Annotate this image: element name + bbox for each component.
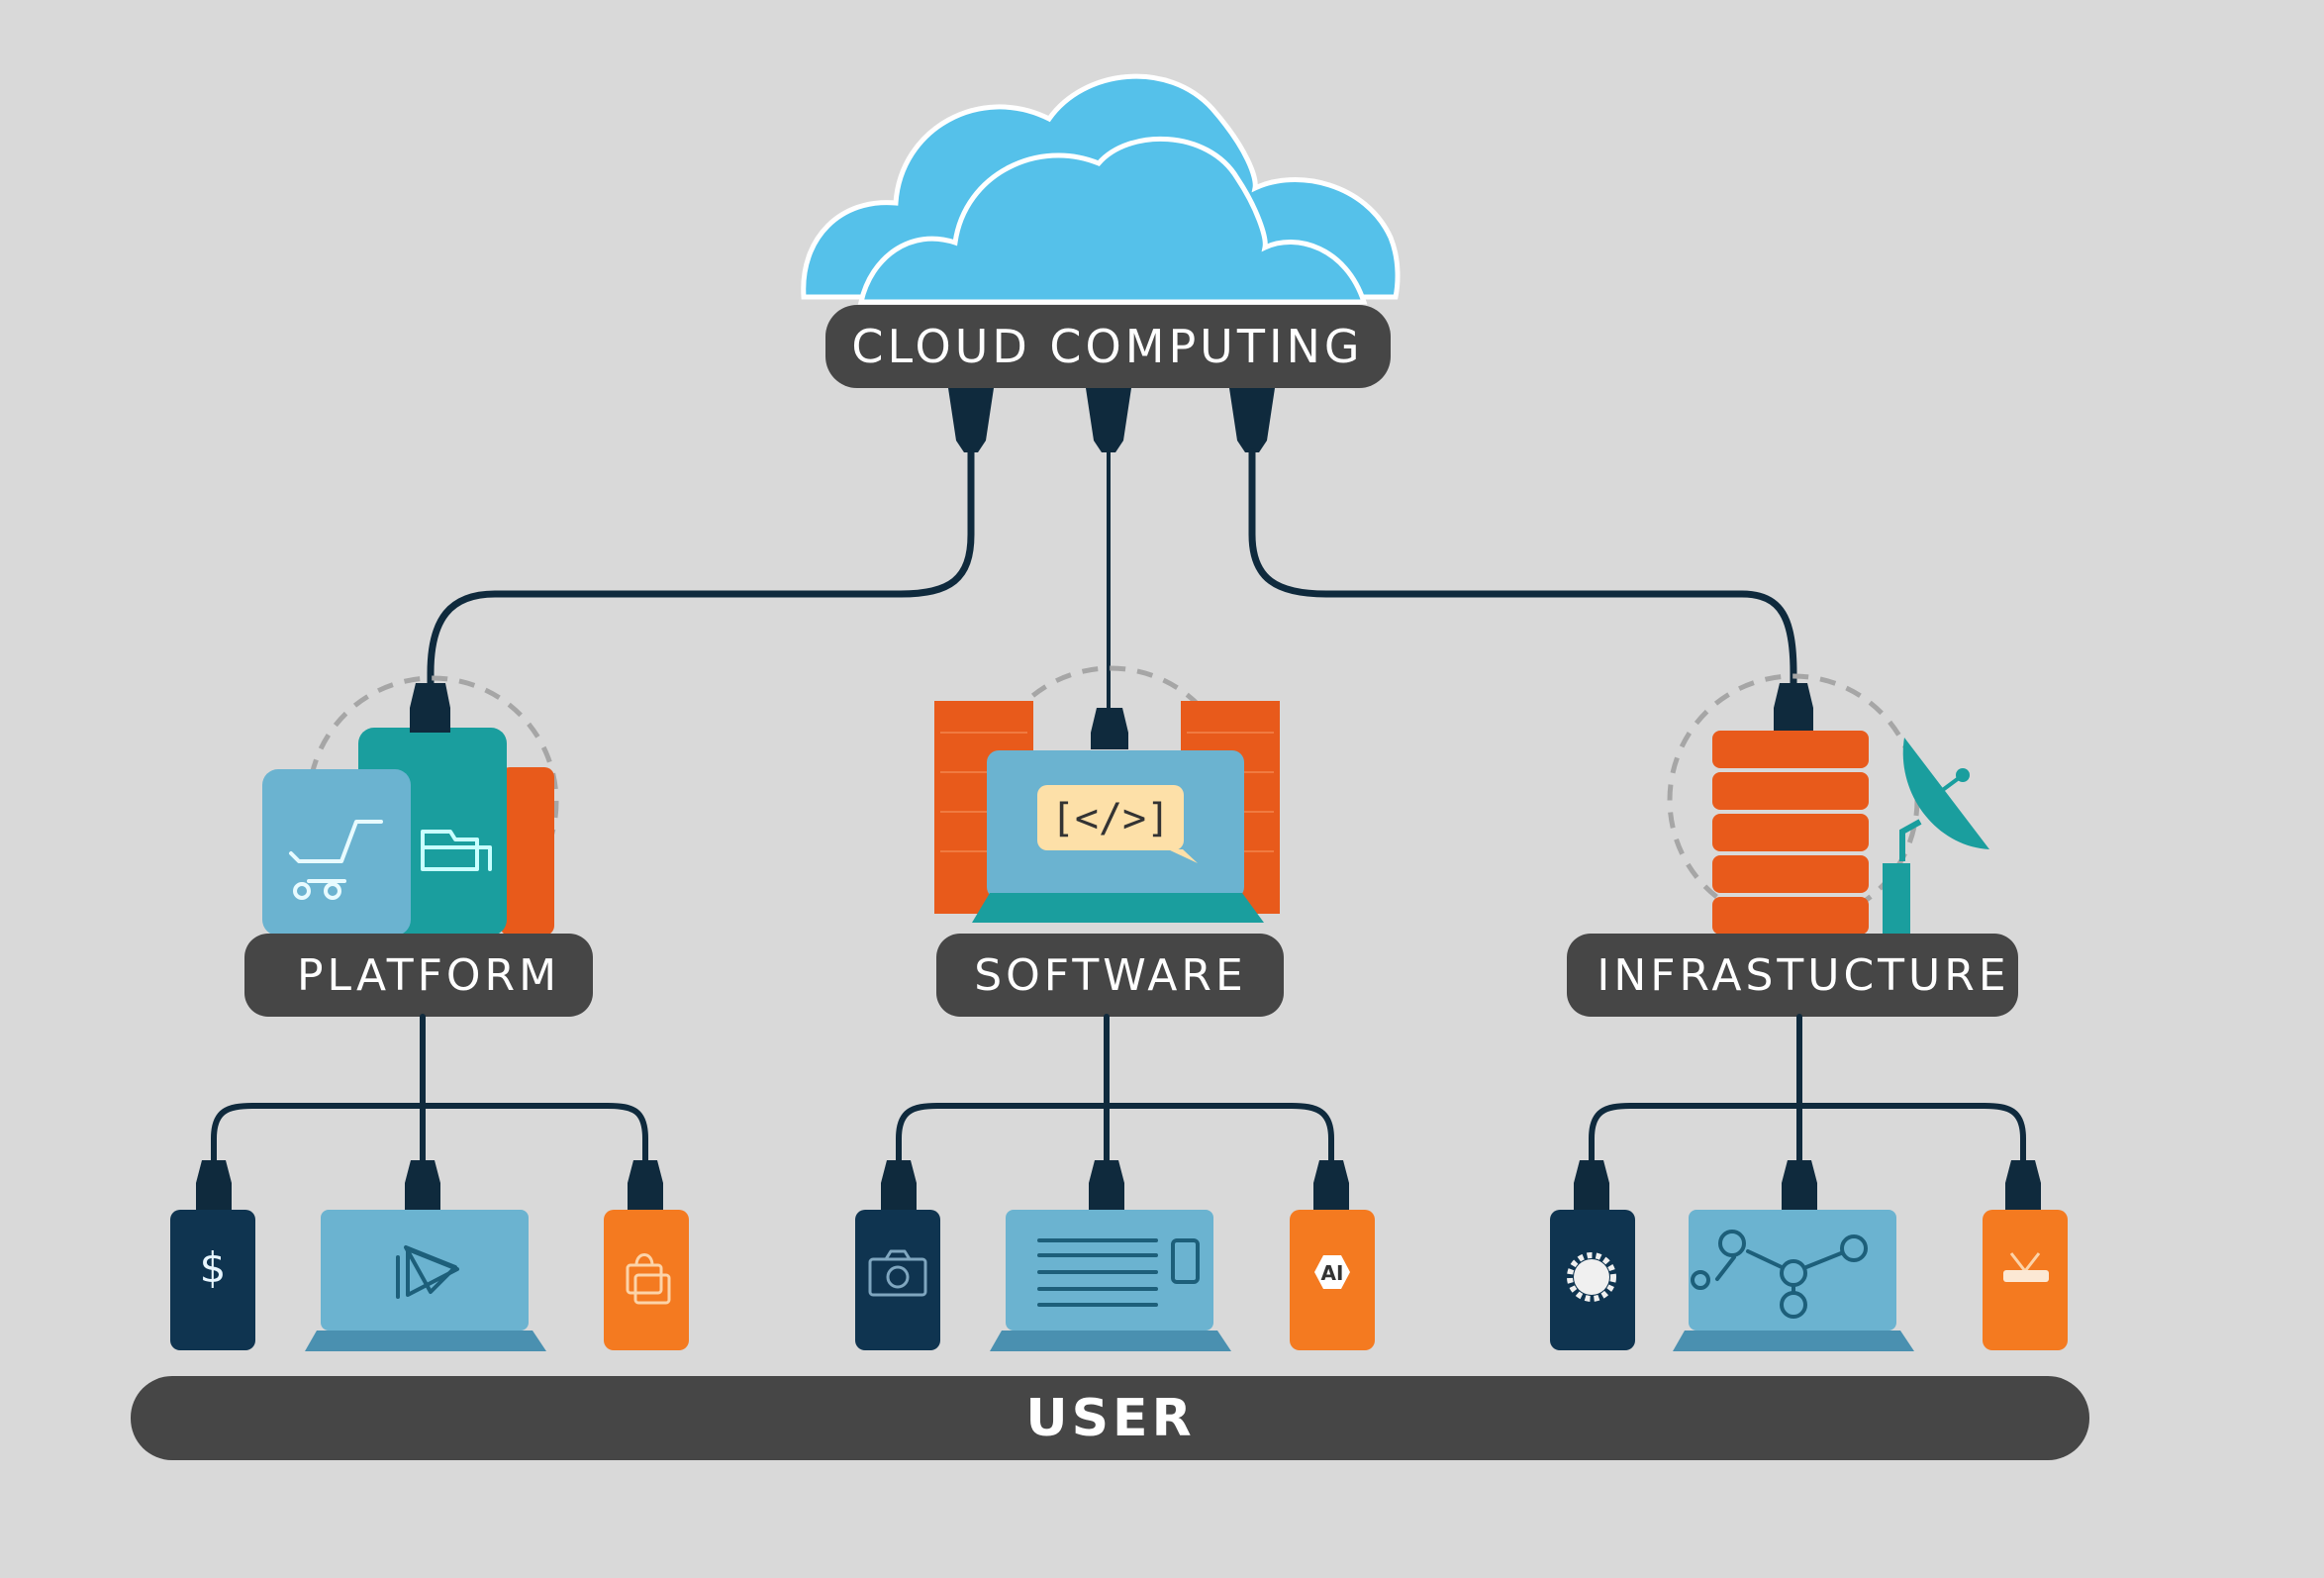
camera-icon bbox=[868, 1249, 927, 1297]
cloud-icon bbox=[801, 73, 1401, 305]
connector-plug bbox=[1086, 388, 1131, 452]
infrastructure-label[interactable]: INFRASTUCTURE bbox=[1567, 934, 2018, 1017]
device-phone-ai[interactable]: AI bbox=[1290, 1210, 1375, 1350]
connector-plug bbox=[405, 1160, 440, 1210]
cloud-computing-label[interactable]: CLOUD COMPUTING bbox=[825, 305, 1391, 388]
ai-icon: AI bbox=[1314, 1255, 1350, 1289]
device-phone-bag[interactable] bbox=[604, 1210, 689, 1350]
device-laptop-play[interactable] bbox=[305, 1210, 546, 1351]
connector-plug bbox=[881, 1160, 917, 1210]
device-cables bbox=[211, 1014, 2026, 1181]
device-laptop-network[interactable] bbox=[1673, 1210, 1914, 1351]
cable-cloud-to-platform bbox=[427, 448, 975, 687]
software-label[interactable]: SOFTWARE bbox=[936, 934, 1284, 1017]
connector-plug bbox=[410, 683, 450, 733]
folder-icon bbox=[421, 830, 492, 871]
connector-plug bbox=[1782, 1160, 1817, 1210]
device-phone-dollar[interactable]: $ bbox=[170, 1210, 255, 1350]
platform-devices: $ bbox=[170, 1210, 689, 1351]
shopping-bag-icon bbox=[626, 1253, 671, 1305]
connector-plug bbox=[628, 1160, 663, 1210]
dollar-icon: $ bbox=[200, 1243, 227, 1292]
code-glyph: [</>] bbox=[1051, 796, 1170, 841]
connector-plug bbox=[1229, 388, 1275, 452]
infrastructure-label-text: INFRASTUCTURE bbox=[1597, 950, 2009, 1001]
connector-plug bbox=[1574, 1160, 1609, 1210]
device-plugs bbox=[196, 1160, 2041, 1210]
satellite-dish-icon bbox=[1883, 738, 1989, 935]
infrastructure-service: INFRASTUCTURE bbox=[1567, 673, 2018, 1017]
cable-cloud-to-infrastructure bbox=[1248, 448, 1797, 687]
app-card-orange bbox=[500, 767, 554, 936]
code-icon: [</>] bbox=[1037, 785, 1198, 863]
platform-label-text: PLATFORM bbox=[297, 950, 560, 1001]
connector-plug bbox=[196, 1160, 232, 1210]
software-label-text: SOFTWARE bbox=[974, 950, 1247, 1001]
shopping-cart-icon bbox=[289, 820, 383, 900]
device-phone-router[interactable] bbox=[1983, 1210, 2068, 1350]
router-icon bbox=[2003, 1252, 2049, 1282]
server-stack bbox=[1712, 731, 1869, 935]
cloud-connectors bbox=[948, 388, 1275, 452]
user-bar[interactable]: USER bbox=[131, 1376, 2089, 1460]
document-icon bbox=[1037, 1238, 1200, 1307]
user-label-text: USER bbox=[1025, 1389, 1195, 1448]
connector-plug bbox=[1091, 708, 1128, 749]
software-laptop-base bbox=[972, 893, 1264, 923]
software-service: [</>] SOFTWARE bbox=[934, 665, 1284, 1017]
connector-plug bbox=[2005, 1160, 2041, 1210]
infrastructure-devices bbox=[1550, 1210, 2068, 1351]
platform-service: PLATFORM bbox=[244, 675, 593, 1017]
play-icon bbox=[396, 1245, 459, 1299]
connector-plug bbox=[1089, 1160, 1124, 1210]
connector-plug bbox=[948, 388, 994, 452]
device-laptop-document[interactable] bbox=[990, 1210, 1231, 1351]
platform-label[interactable]: PLATFORM bbox=[244, 934, 593, 1017]
device-phone-gear[interactable] bbox=[1550, 1210, 1635, 1350]
app-card-blue bbox=[262, 769, 411, 936]
gear-icon bbox=[1567, 1252, 1616, 1302]
connector-plug bbox=[1313, 1160, 1349, 1210]
network-graph-icon bbox=[1691, 1230, 1868, 1319]
device-phone-camera[interactable] bbox=[855, 1210, 940, 1350]
connector-plug bbox=[1774, 683, 1813, 731]
cloud-computing-label-text: CLOUD COMPUTING bbox=[851, 320, 1363, 373]
software-devices: AI bbox=[855, 1210, 1375, 1351]
ai-text: AI bbox=[1321, 1261, 1344, 1285]
